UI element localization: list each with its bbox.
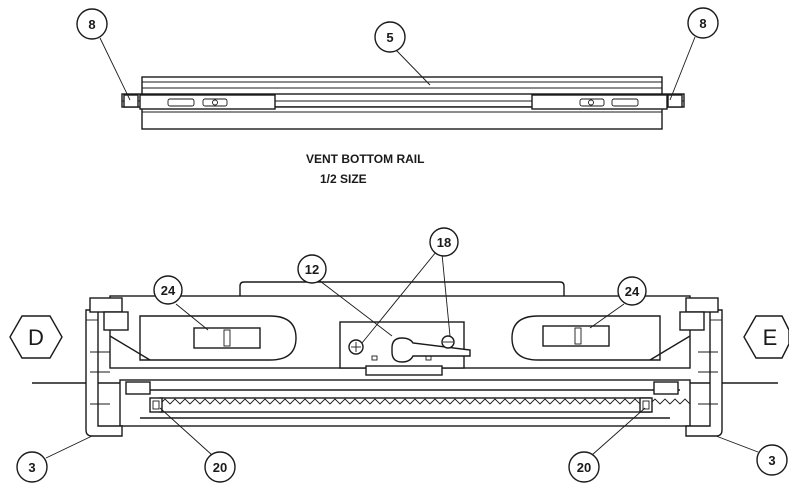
svg-text:5: 5 — [386, 30, 393, 45]
view-caption: VENT BOTTOM RAIL 1/2 SIZE — [306, 152, 424, 186]
section-view — [32, 281, 778, 437]
callout-top-5: 5 — [374, 21, 431, 86]
svg-text:E: E — [763, 325, 778, 350]
svg-text:20: 20 — [213, 460, 227, 475]
callout-top-left-8: 8 — [76, 8, 131, 101]
svg-text:18: 18 — [437, 235, 451, 250]
svg-text:8: 8 — [699, 16, 706, 31]
svg-text:8: 8 — [88, 17, 95, 32]
svg-text:3: 3 — [28, 460, 35, 475]
svg-text:D: D — [28, 325, 44, 350]
caption-title: VENT BOTTOM RAIL — [306, 152, 424, 166]
svg-text:20: 20 — [577, 460, 591, 475]
svg-text:24: 24 — [625, 284, 640, 299]
callout-top-right-8: 8 — [669, 7, 719, 101]
callout-20-left: 20 — [159, 407, 236, 483]
callout-24-left: 24 — [153, 275, 209, 331]
section-mark-left: D — [9, 315, 63, 359]
vent-bottom-rail-view — [121, 76, 685, 130]
callout-3-left: 3 — [16, 435, 93, 483]
callout-12: 12 — [297, 254, 393, 337]
caption-scale: 1/2 SIZE — [320, 172, 367, 186]
callout-3-right: 3 — [715, 435, 788, 476]
callout-18: 18 — [361, 227, 459, 344]
section-mark-right: E — [743, 315, 789, 359]
svg-text:3: 3 — [768, 453, 775, 468]
svg-text:24: 24 — [161, 283, 176, 298]
svg-text:12: 12 — [305, 262, 319, 277]
callout-24-right: 24 — [589, 276, 647, 329]
callout-20-right: 20 — [568, 407, 646, 483]
